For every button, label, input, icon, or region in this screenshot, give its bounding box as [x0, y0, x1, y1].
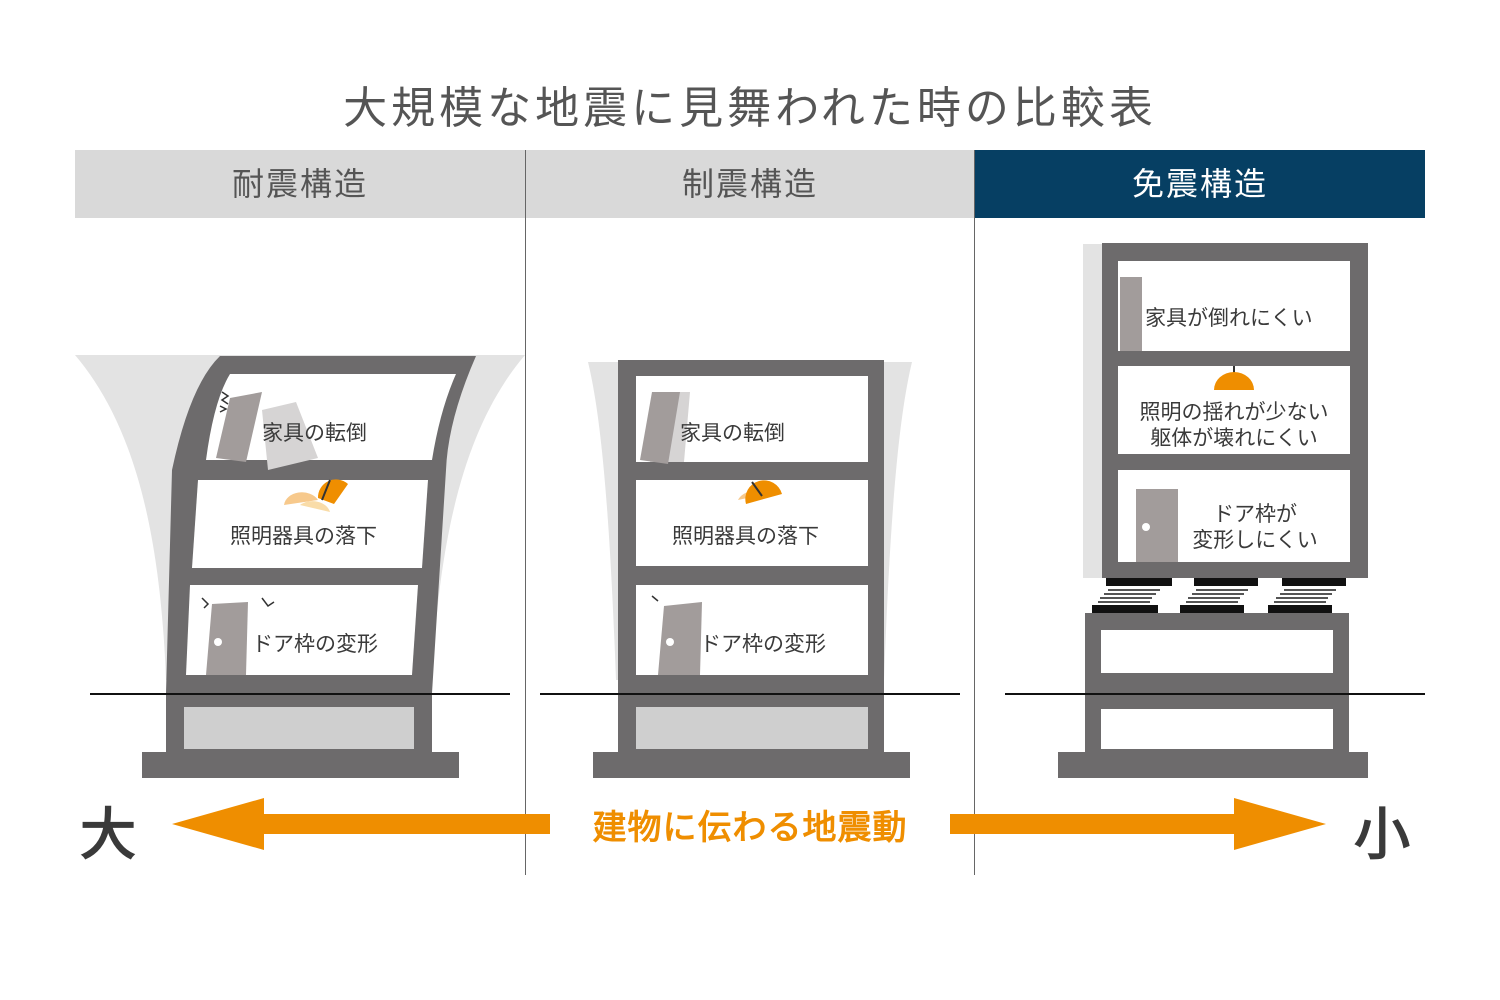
- door: [658, 602, 702, 675]
- label-furniture: 家具が倒れにくい: [1145, 306, 1313, 330]
- seismic-arrows: [172, 798, 1326, 850]
- label-door: ドア枠の変形: [252, 632, 378, 656]
- basement-fill: [184, 707, 414, 749]
- column-divider: [525, 150, 526, 875]
- label-lighting: 照明器具の落下: [672, 524, 819, 548]
- label-door: ドア枠の変形: [700, 632, 826, 656]
- label-lighting: 照明器具の落下: [230, 524, 377, 548]
- label-lighting: 照明の揺れが少ない: [1139, 400, 1329, 424]
- seismic-isolators: [1092, 578, 1346, 613]
- label-door: ドア枠が: [1213, 502, 1297, 526]
- scale-large: 大: [80, 803, 136, 868]
- header-seishin: 制震構造: [525, 150, 975, 218]
- label-frame: 躯体が壊れにくい: [1150, 426, 1318, 450]
- lamp-ghost: [300, 501, 330, 512]
- arrow-label: 建物に伝わる地震動: [592, 808, 908, 848]
- page-title: 大規模な地震に見舞われた時の比較表: [343, 83, 1157, 134]
- label-furniture: 家具の転倒: [262, 421, 367, 445]
- foundation-slab: [1058, 752, 1368, 778]
- arrow-left-head: [172, 798, 264, 850]
- seishin-building: [540, 360, 960, 778]
- foundation-slab: [142, 752, 459, 778]
- furniture-tilted: [640, 392, 680, 464]
- menshin-building: [1005, 243, 1425, 778]
- header-menshin: 免震構造: [975, 150, 1425, 218]
- label-furniture: 家具の転倒: [680, 421, 785, 445]
- lamp: [317, 479, 348, 504]
- room-middle: [192, 480, 428, 568]
- foundation-slab: [593, 752, 910, 778]
- room-top: [1118, 261, 1350, 351]
- lamp-ghost: [284, 492, 318, 505]
- basement-fill: [636, 707, 868, 749]
- arrow-right-head: [1234, 798, 1326, 850]
- taishin-building: [75, 355, 525, 778]
- furniture-upright: [1120, 277, 1142, 351]
- furniture-shadow: [262, 402, 318, 470]
- furniture-toppled: [216, 392, 262, 462]
- scale-small: 小: [1354, 803, 1410, 868]
- column-divider: [974, 150, 975, 875]
- label-door-2: 変形しにくい: [1192, 528, 1318, 552]
- header-taishin: 耐震構造: [75, 150, 525, 218]
- lamp: [1214, 372, 1254, 390]
- door-deformed: [206, 602, 248, 675]
